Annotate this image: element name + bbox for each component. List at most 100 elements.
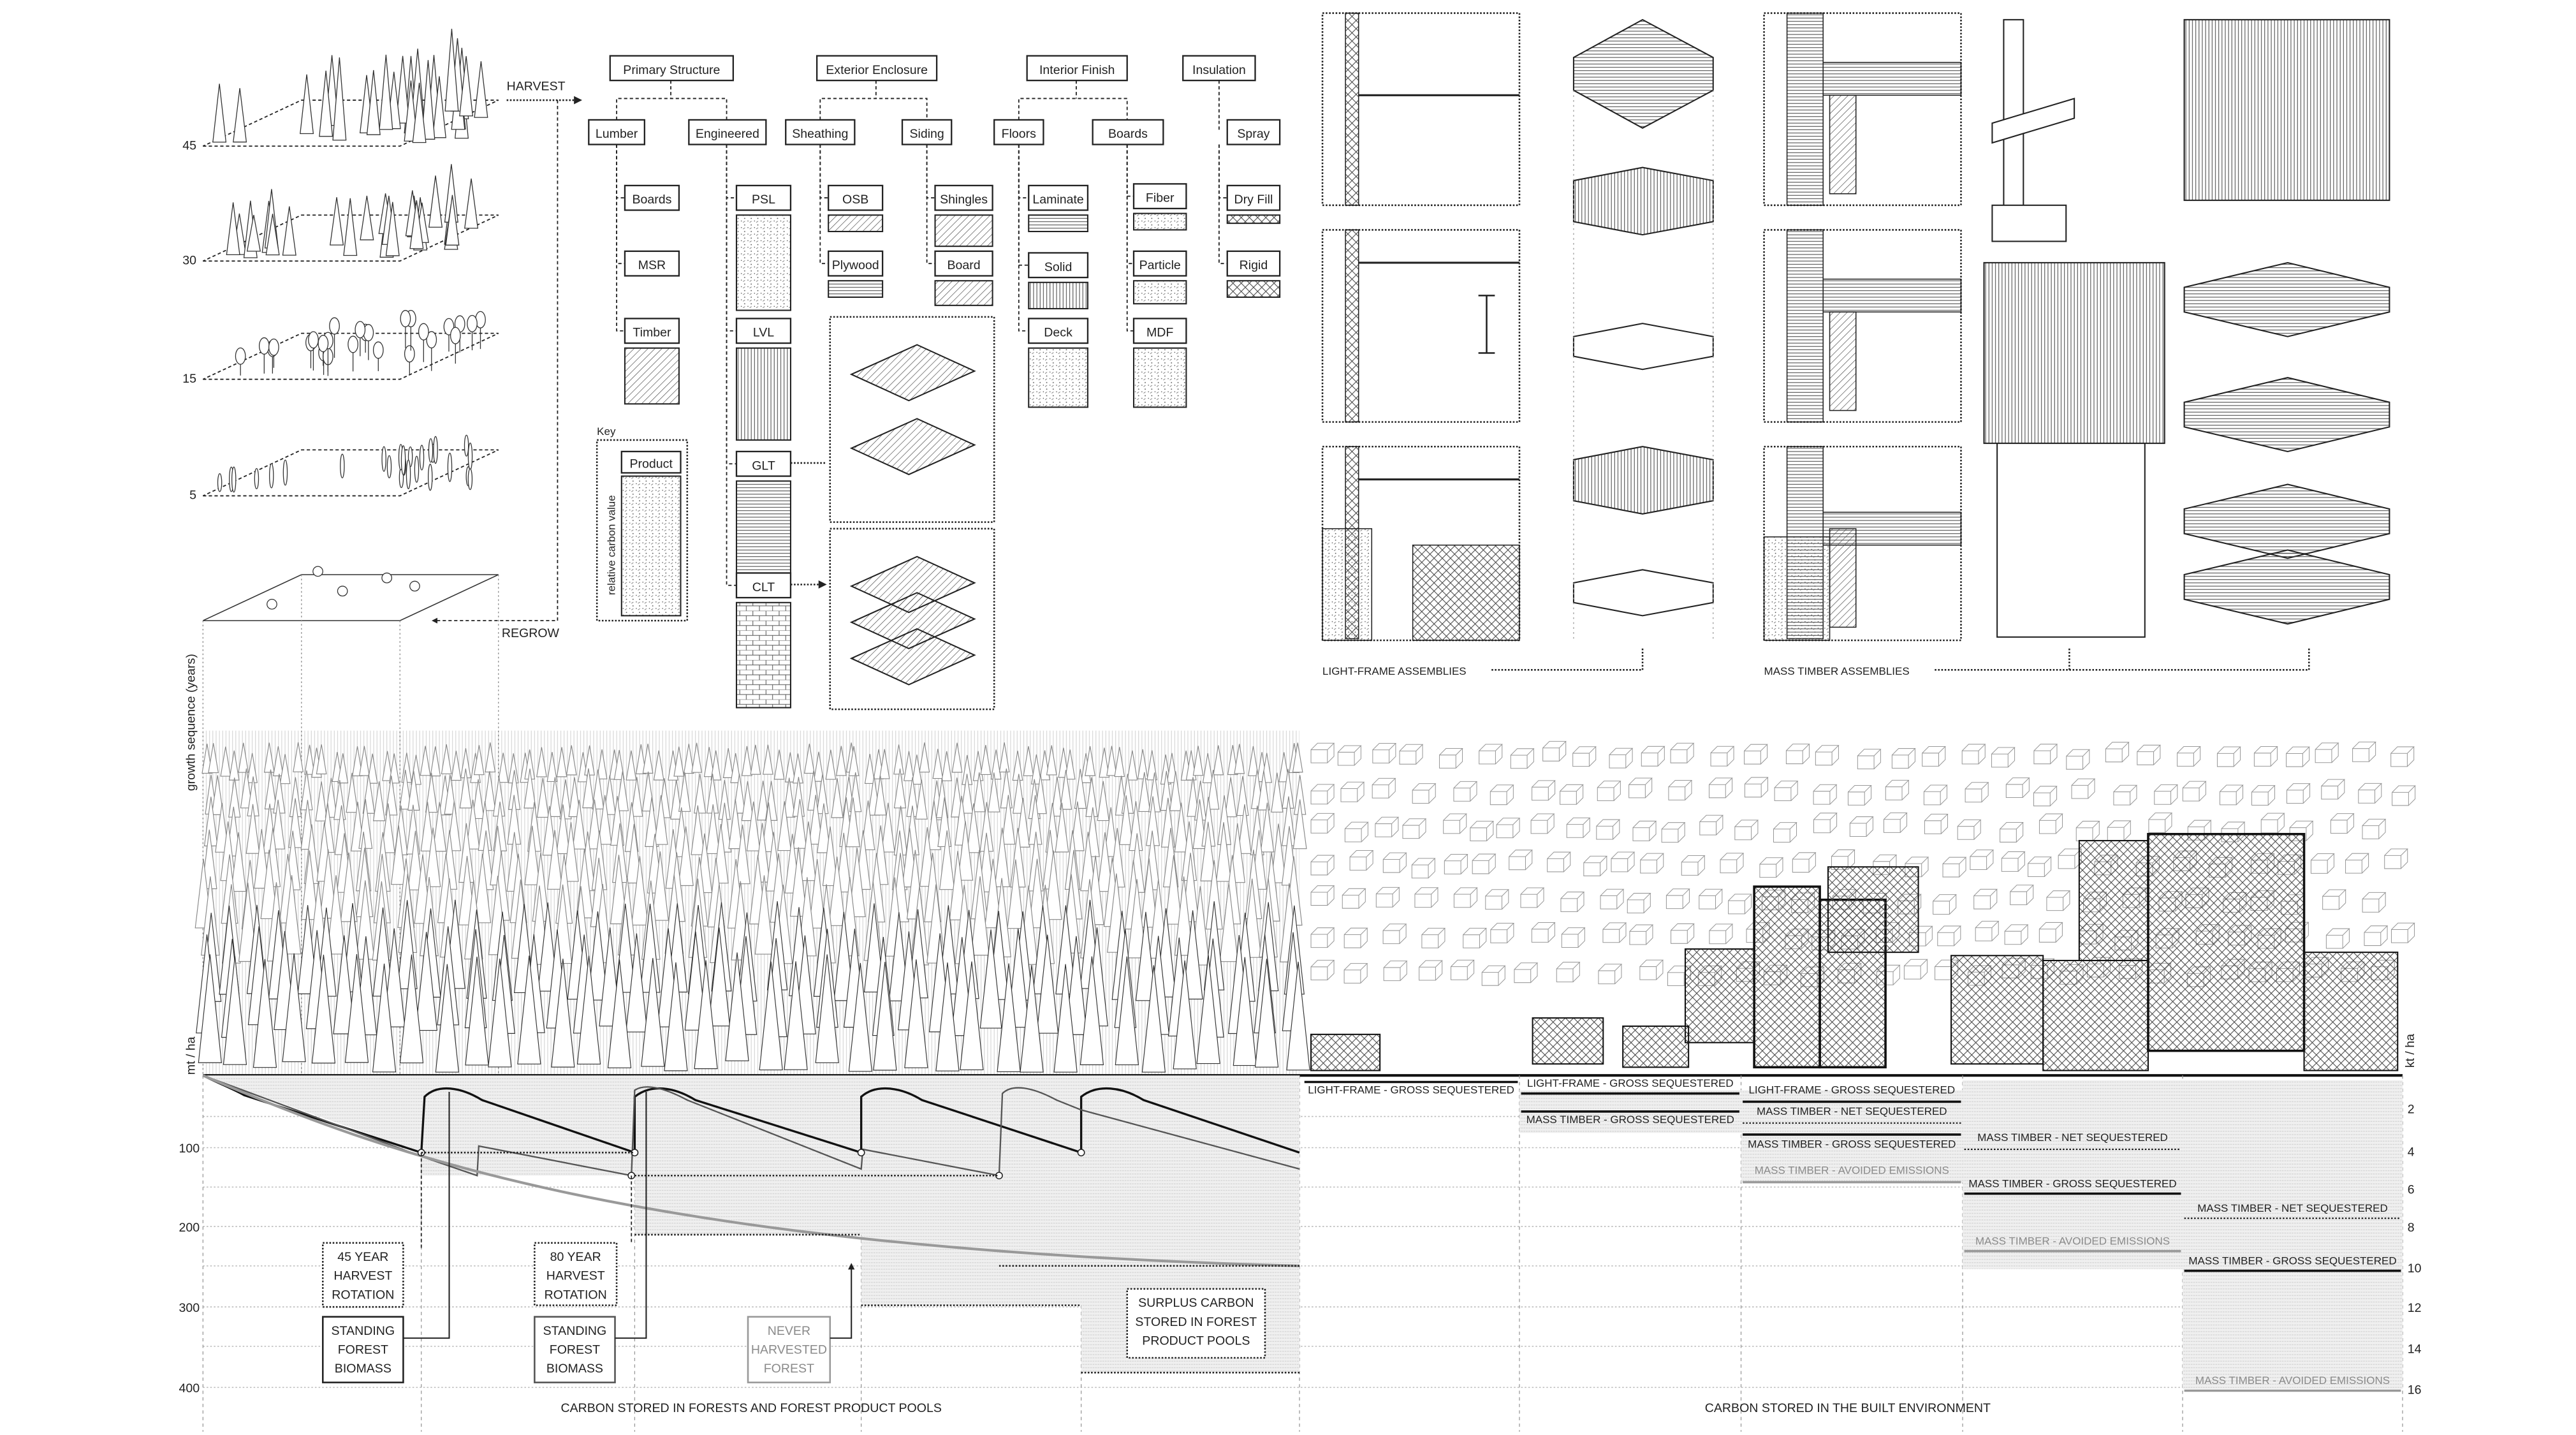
stump-icon [267, 599, 277, 610]
tree-icon [1169, 771, 1182, 811]
background-building [1937, 925, 1962, 946]
sapling-icon [467, 468, 473, 490]
light-frame-section-detail [1321, 445, 1521, 642]
tree-icon [1135, 911, 1157, 1001]
background-building [1744, 744, 1768, 765]
tree-icon [809, 859, 826, 929]
tree-icon [691, 805, 705, 855]
tree-icon [1202, 753, 1213, 783]
background-building [2004, 924, 2029, 945]
background-building [1310, 960, 1335, 981]
background-building [1720, 853, 1745, 874]
tree-icon [474, 61, 488, 118]
product-node: Shingles [926, 144, 993, 247]
tree-icon [473, 745, 485, 776]
background-building [1510, 748, 1535, 769]
tree-icon [861, 800, 875, 850]
background-building [1479, 744, 1503, 765]
background-building [1343, 963, 1368, 984]
tree-icon [631, 777, 643, 817]
background-building [2362, 892, 2387, 913]
background-building [1344, 821, 1369, 843]
tree-icon [385, 202, 400, 256]
series-label: MASS TIMBER - AVOIDED EMISSIONS [1755, 1165, 1949, 1177]
series-label: MASS TIMBER - NET SEQUESTERED [1757, 1105, 1947, 1117]
category-label: Primary Structure [623, 63, 720, 77]
annotation-line: HARVEST [333, 1269, 392, 1283]
tree-icon [784, 961, 808, 1070]
series-label: MASS TIMBER - AVOIDED EMISSIONS [1975, 1235, 2170, 1247]
product-label: Shingles [940, 193, 988, 207]
tree-icon [587, 911, 608, 1001]
background-building [1310, 885, 1335, 906]
key-title: Key [597, 425, 616, 438]
background-building [2113, 784, 2138, 806]
background-building [1490, 922, 1515, 943]
tree-icon [592, 769, 604, 810]
tree-icon [603, 775, 616, 815]
background-building [2384, 848, 2408, 869]
built-series-solid: LIGHT-FRAME - GROSS SEQUESTERED [1743, 1084, 1961, 1103]
tree-icon [626, 750, 637, 781]
building [1753, 885, 1821, 1069]
tree-icon [911, 754, 923, 785]
tree-icon [332, 57, 347, 141]
left-axis-tick: 300 [179, 1301, 200, 1315]
sapling-icon [254, 467, 260, 490]
tree-icon [1065, 936, 1088, 1035]
harvest-point [857, 1149, 865, 1157]
tree-icon [388, 753, 400, 784]
tree-icon [360, 195, 374, 240]
growth-axis-label: growth sequence (years) [184, 654, 198, 791]
light-frame-assemblies-label: LIGHT-FRAME ASSEMBLIES [1322, 665, 1467, 677]
product-node: Particle [1126, 144, 1187, 305]
sapling-icon [269, 463, 274, 489]
tree-icon [465, 799, 480, 850]
tree-icon [1187, 777, 1199, 817]
tree-icon [208, 743, 219, 774]
tree-icon [1055, 802, 1069, 853]
city-illustration [1310, 740, 2416, 1071]
background-building [1453, 781, 1478, 802]
sapling-icon [217, 473, 223, 492]
tree-icon [304, 744, 315, 775]
right-axis-tick: 16 [2408, 1383, 2422, 1397]
tree-icon [383, 928, 406, 1027]
product-node: MDF [1126, 144, 1187, 408]
building [2042, 959, 2149, 1071]
product-node: OSB [819, 144, 884, 233]
glt-illustration [829, 316, 995, 523]
tree-icon [1074, 769, 1087, 809]
tree-icon [572, 799, 587, 850]
tree-icon [271, 799, 286, 850]
background-building [1883, 812, 1908, 833]
series-label: MASS TIMBER - GROSS SEQUESTERED [1748, 1138, 1956, 1150]
background-building [2033, 744, 2058, 765]
tree-icon [1137, 749, 1148, 779]
product-swatch [735, 214, 791, 311]
tree-icon [260, 850, 278, 919]
sapling-icon [414, 455, 420, 483]
background-building [1699, 814, 1724, 835]
tree-icon [432, 802, 447, 852]
built-series-dotted: MASS TIMBER - NET SEQUESTERED [1964, 1131, 2181, 1151]
product-swatch [1226, 280, 1281, 298]
tree-icon [1215, 822, 1232, 882]
regrow-label: REGROW [502, 626, 560, 640]
background-building [1792, 852, 1817, 873]
tree-icon [1233, 957, 1257, 1066]
background-building [1402, 818, 1427, 839]
background-building [1439, 748, 1463, 769]
tree-icon [1127, 879, 1146, 959]
annotation-line: HARVESTED [751, 1343, 827, 1357]
tree-icon [966, 803, 981, 853]
floor-plate [2183, 377, 2390, 453]
tree-icon [616, 771, 629, 811]
background-building [2046, 890, 2071, 911]
ground-plane [202, 99, 499, 147]
background-building [2010, 885, 2034, 906]
background-building [1532, 780, 1556, 801]
subcategory-node: Lumber [588, 119, 646, 145]
